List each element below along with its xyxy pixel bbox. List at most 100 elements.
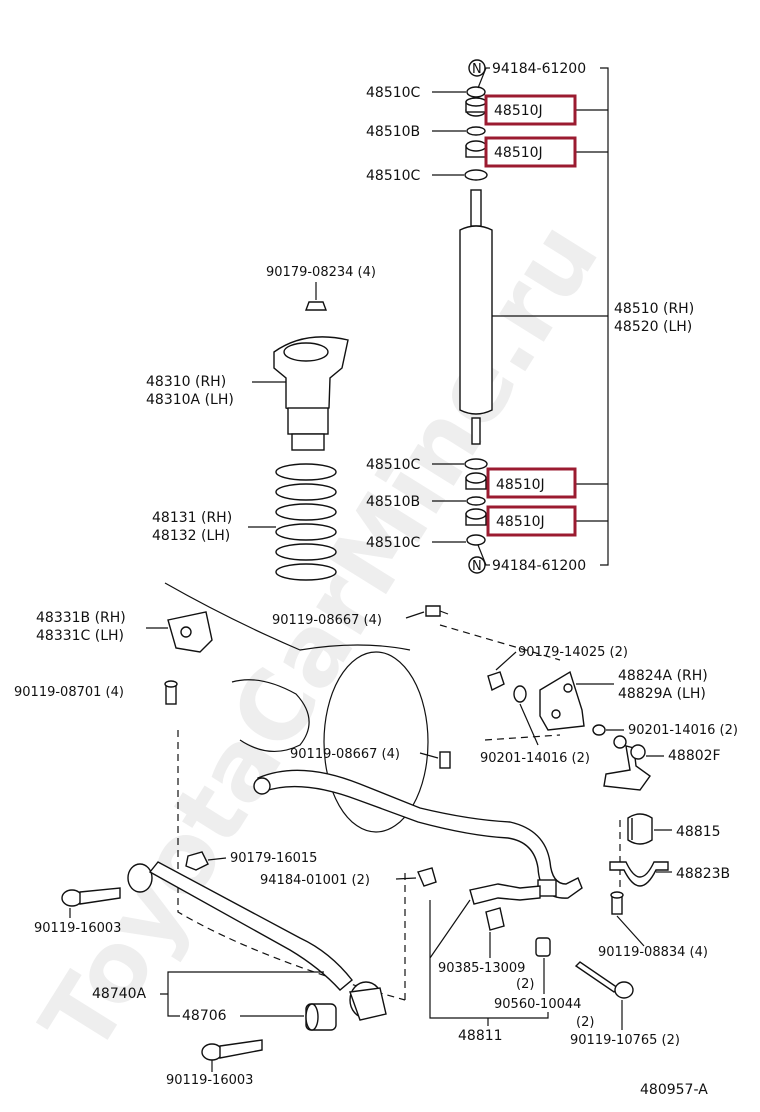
washer-part	[592, 724, 606, 736]
coil-spring-part	[275, 463, 337, 581]
part-label[interactable]: 48310 (RH)	[146, 374, 226, 390]
part-label[interactable]: 48510C	[366, 457, 421, 473]
dashed-guide	[439, 624, 561, 661]
part-label[interactable]: 48510B	[366, 124, 420, 140]
part-label[interactable]: 48310A (LH)	[146, 392, 234, 408]
part-label[interactable]: 94184-61200	[492, 61, 586, 77]
leader-line	[395, 877, 417, 880]
part-label[interactable]: 90560-10044	[494, 997, 581, 1012]
part-label[interactable]: 90119-10765 (2)	[570, 1033, 680, 1048]
part-label[interactable]: 48331B (RH)	[36, 610, 126, 626]
stabilizer-bar-part	[253, 769, 583, 905]
bolt-part	[439, 751, 451, 769]
bolt-part	[574, 961, 634, 999]
bushing-part	[627, 813, 653, 845]
part-label[interactable]: 94184-01001 (2)	[260, 873, 370, 888]
retainer-part	[464, 169, 488, 181]
part-label[interactable]: 48510J	[496, 477, 545, 493]
leader-line	[429, 899, 549, 1019]
part-label[interactable]: 48802F	[668, 748, 721, 764]
part-label[interactable]: 48824A (RH)	[618, 668, 708, 684]
part-label[interactable]: 90179-16015	[230, 851, 317, 866]
part-label[interactable]: 90385-13009	[438, 961, 525, 976]
washer-part	[466, 126, 486, 136]
part-label[interactable]: 48331C (LH)	[36, 628, 124, 644]
bolt-part	[61, 887, 121, 907]
part-label[interactable]: 90201-14016 (2)	[480, 751, 590, 766]
nut-part	[487, 671, 505, 692]
part-label[interactable]: 90119-08667 (4)	[272, 613, 382, 628]
diagram-id: 480957-A	[640, 1082, 708, 1098]
part-label[interactable]: 90119-08834 (4)	[598, 945, 708, 960]
nut-part	[466, 534, 487, 566]
part-label[interactable]: 48520 (LH)	[614, 319, 692, 335]
nut-part	[417, 867, 437, 887]
spring-seat-part	[273, 336, 349, 451]
leader-line	[160, 971, 324, 1017]
cushion-part	[464, 458, 488, 470]
part-label[interactable]: 48510J	[496, 514, 545, 530]
n-symbol-bottom: N	[468, 556, 486, 574]
bushing-part	[305, 1003, 337, 1031]
n-symbol-text: N	[472, 62, 482, 77]
part-label[interactable]: 90201-14016 (2)	[628, 723, 738, 738]
part-label[interactable]: 48706	[182, 1008, 227, 1024]
leader-line	[495, 651, 517, 671]
cushion-part	[465, 97, 487, 117]
cushion-part	[465, 140, 487, 158]
part-label[interactable]: 90179-08234 (4)	[266, 265, 376, 280]
part-label[interactable]: 94184-61200	[492, 558, 586, 574]
axle-outline	[164, 582, 411, 651]
part-label[interactable]: (2)	[516, 977, 534, 992]
leader-line	[405, 611, 425, 619]
bracket-part	[167, 611, 213, 653]
part-label[interactable]: 90119-08667 (4)	[290, 747, 400, 762]
part-label[interactable]: 90119-16003	[166, 1073, 253, 1088]
part-label[interactable]: 90179-14025 (2)	[518, 645, 628, 660]
highlight-box[interactable]	[486, 467, 577, 499]
leader-line	[419, 752, 439, 759]
part-label[interactable]: 48510C	[366, 168, 421, 184]
highlight-box[interactable]	[486, 505, 577, 537]
part-label[interactable]: 90119-16003	[34, 921, 121, 936]
part-label[interactable]: 48815	[676, 824, 721, 840]
part-label[interactable]: 48811	[458, 1028, 503, 1044]
washer-part	[466, 496, 486, 506]
part-label[interactable]: 48510C	[366, 85, 421, 101]
part-label[interactable]: 48510J	[494, 145, 543, 161]
part-label[interactable]: 48510B	[366, 494, 420, 510]
cushion-part	[465, 508, 487, 526]
leader-line	[616, 915, 645, 947]
part-label[interactable]: 48132 (LH)	[152, 528, 230, 544]
lateral-rod-part	[127, 861, 387, 1021]
bolt-part	[201, 1039, 263, 1061]
part-label[interactable]: (2)	[576, 1015, 594, 1030]
part-label[interactable]: 48510J	[494, 103, 543, 119]
bolt-part	[610, 891, 624, 915]
n-symbol-text: N	[472, 559, 482, 574]
axle-housing	[231, 679, 310, 753]
highlight-box[interactable]	[484, 136, 577, 168]
bush-part	[485, 907, 505, 931]
n-symbol-top: N	[468, 59, 486, 77]
part-label[interactable]: 48740A	[92, 986, 147, 1002]
part-label[interactable]: 48510C	[366, 535, 421, 551]
shock-absorber-part	[459, 189, 493, 445]
part-label[interactable]: 48829A (LH)	[618, 686, 706, 702]
nut-part	[466, 67, 487, 98]
axle-circle	[323, 651, 429, 833]
part-label[interactable]: 90119-08701 (4)	[14, 685, 124, 700]
part-label[interactable]: 48823B	[676, 866, 730, 882]
highlight-box[interactable]	[484, 94, 577, 126]
dashed-guide	[484, 734, 561, 741]
bushing-bracket-part	[609, 861, 669, 887]
leader-line	[519, 703, 539, 746]
cushion-part	[465, 472, 487, 490]
stabilizer-link-part	[603, 735, 651, 791]
part-label[interactable]: 48510 (RH)	[614, 301, 694, 317]
nut-part	[185, 851, 209, 871]
part-label[interactable]: 48131 (RH)	[152, 510, 232, 526]
nut-part	[304, 301, 328, 311]
